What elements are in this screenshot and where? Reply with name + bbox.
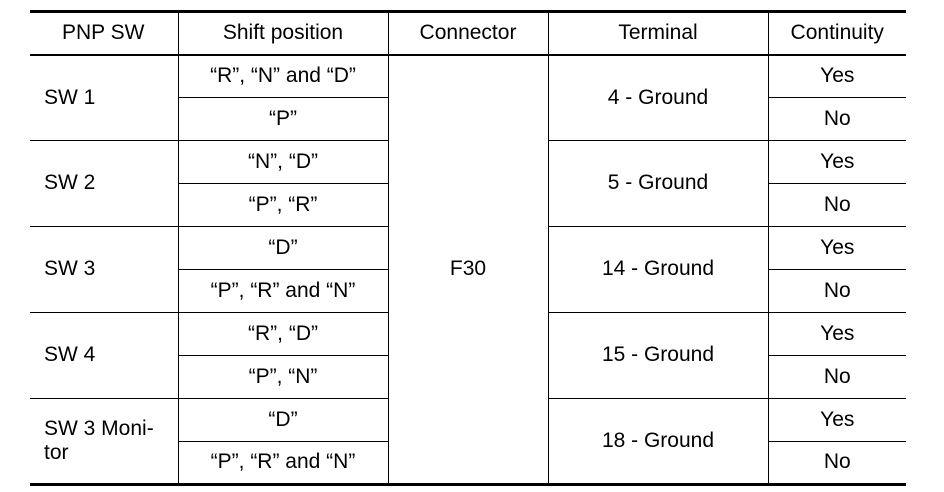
table-header-row: PNP SW Shift position Connector Terminal…	[30, 11, 906, 55]
continuity-cell: Yes	[767, 398, 906, 442]
table-row: SW 3 “D” 14 - Ground Yes	[30, 226, 906, 313]
terminal-cell: 18 - Ground	[547, 398, 768, 485]
table-row: “P”, “R” and “N” No	[30, 269, 906, 313]
table-row: SW 3 Moni-tor “D” 18 - Ground Yes	[30, 398, 906, 485]
pnp-switch-continuity-table: PNP SW Shift position Connector Terminal…	[30, 10, 906, 486]
table-row: SW 1 “R”, “N” and “D” F30 4 - Ground Yes	[30, 54, 906, 485]
terminal-cell: 5 - Ground	[547, 140, 768, 227]
continuity-cell: Yes	[767, 312, 906, 356]
table-row: “P” No	[30, 97, 906, 141]
table-row: SW 2 “N”, “D” 5 - Ground Yes	[30, 140, 906, 227]
continuity-cell: No	[767, 269, 906, 313]
continuity-cell: Yes	[767, 226, 906, 270]
switch-name-cell: SW 3 Moni-tor	[44, 416, 154, 464]
continuity-cell: Yes	[767, 54, 906, 98]
switch-name-cell: SW 4	[30, 312, 178, 399]
header-continuity: Continuity	[767, 11, 906, 55]
shift-position-cell: “P”, “R” and “N”	[177, 441, 388, 485]
switch-name-cell: SW 1	[30, 54, 178, 141]
shift-position-cell: “P”	[177, 97, 388, 141]
shift-position-cell: “D”	[177, 226, 388, 270]
shift-position-cell: “N”, “D”	[177, 140, 388, 184]
shift-position-cell: “P”, “R” and “N”	[177, 269, 388, 313]
header-shift-position: Shift position	[177, 11, 388, 55]
pnp-switch-table-container: PNP SW Shift position Connector Terminal…	[30, 10, 906, 486]
continuity-cell: Yes	[767, 140, 906, 184]
connector-cell: F30	[387, 54, 548, 485]
shift-position-cell: “R”, “D”	[177, 312, 388, 356]
shift-position-cell: “D”	[177, 398, 388, 442]
switch-name-cell: SW 2	[30, 140, 178, 227]
shift-position-cell: “P”, “N”	[177, 355, 388, 399]
continuity-cell: No	[767, 97, 906, 141]
terminal-cell: 15 - Ground	[547, 312, 768, 399]
continuity-cell: No	[767, 441, 906, 485]
table-row: “P”, “R” No	[30, 183, 906, 227]
terminal-cell: 4 - Ground	[547, 54, 768, 141]
table-row: “P”, “N” No	[30, 355, 906, 399]
header-pnp-sw: PNP SW	[62, 21, 145, 45]
table-row: SW 4 “R”, “D” 15 - Ground Yes	[30, 312, 906, 399]
terminal-cell: 14 - Ground	[547, 226, 768, 313]
switch-name-cell: SW 3	[30, 226, 178, 313]
continuity-cell: No	[767, 183, 906, 227]
continuity-cell: No	[767, 355, 906, 399]
shift-position-cell: “R”, “N” and “D”	[177, 54, 388, 98]
header-connector: Connector	[387, 11, 548, 55]
shift-position-cell: “P”, “R”	[177, 183, 388, 227]
header-terminal: Terminal	[547, 11, 768, 55]
